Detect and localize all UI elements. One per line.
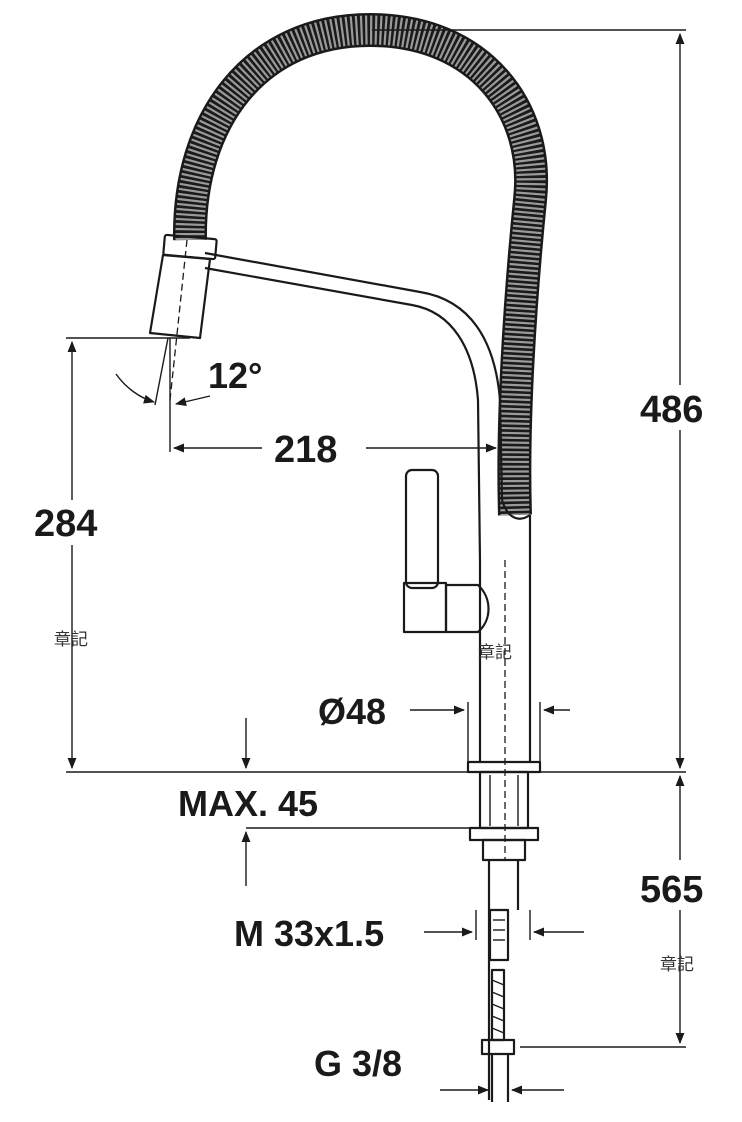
spout-reach-label: 218 <box>274 429 337 471</box>
mounting-shank <box>468 770 540 862</box>
hose-length-label: 565 <box>640 869 703 911</box>
lever-handle <box>402 468 490 634</box>
reference-lines <box>66 29 686 1048</box>
watermark-center: 章記 <box>478 643 512 663</box>
spout-arm <box>204 251 504 563</box>
hose-connection-label: G 3/8 <box>314 1043 402 1084</box>
total-height-label: 486 <box>640 389 703 431</box>
thread-size-label: M 33x1.5 <box>234 913 384 954</box>
body-diameter-label: Ø48 <box>318 691 386 732</box>
flexible-hose <box>172 12 549 516</box>
faucet-body <box>466 499 542 860</box>
watermark-right: 章記 <box>660 955 694 975</box>
supply-hoses <box>480 860 520 1102</box>
spout-height-label: 284 <box>34 503 97 545</box>
watermark-left: 章記 <box>54 630 88 650</box>
spout-angle-label: 12° <box>208 355 262 396</box>
dimension-arrows <box>67 32 685 1095</box>
spray-head <box>148 233 218 401</box>
max-thickness-label: MAX. 45 <box>178 783 318 824</box>
